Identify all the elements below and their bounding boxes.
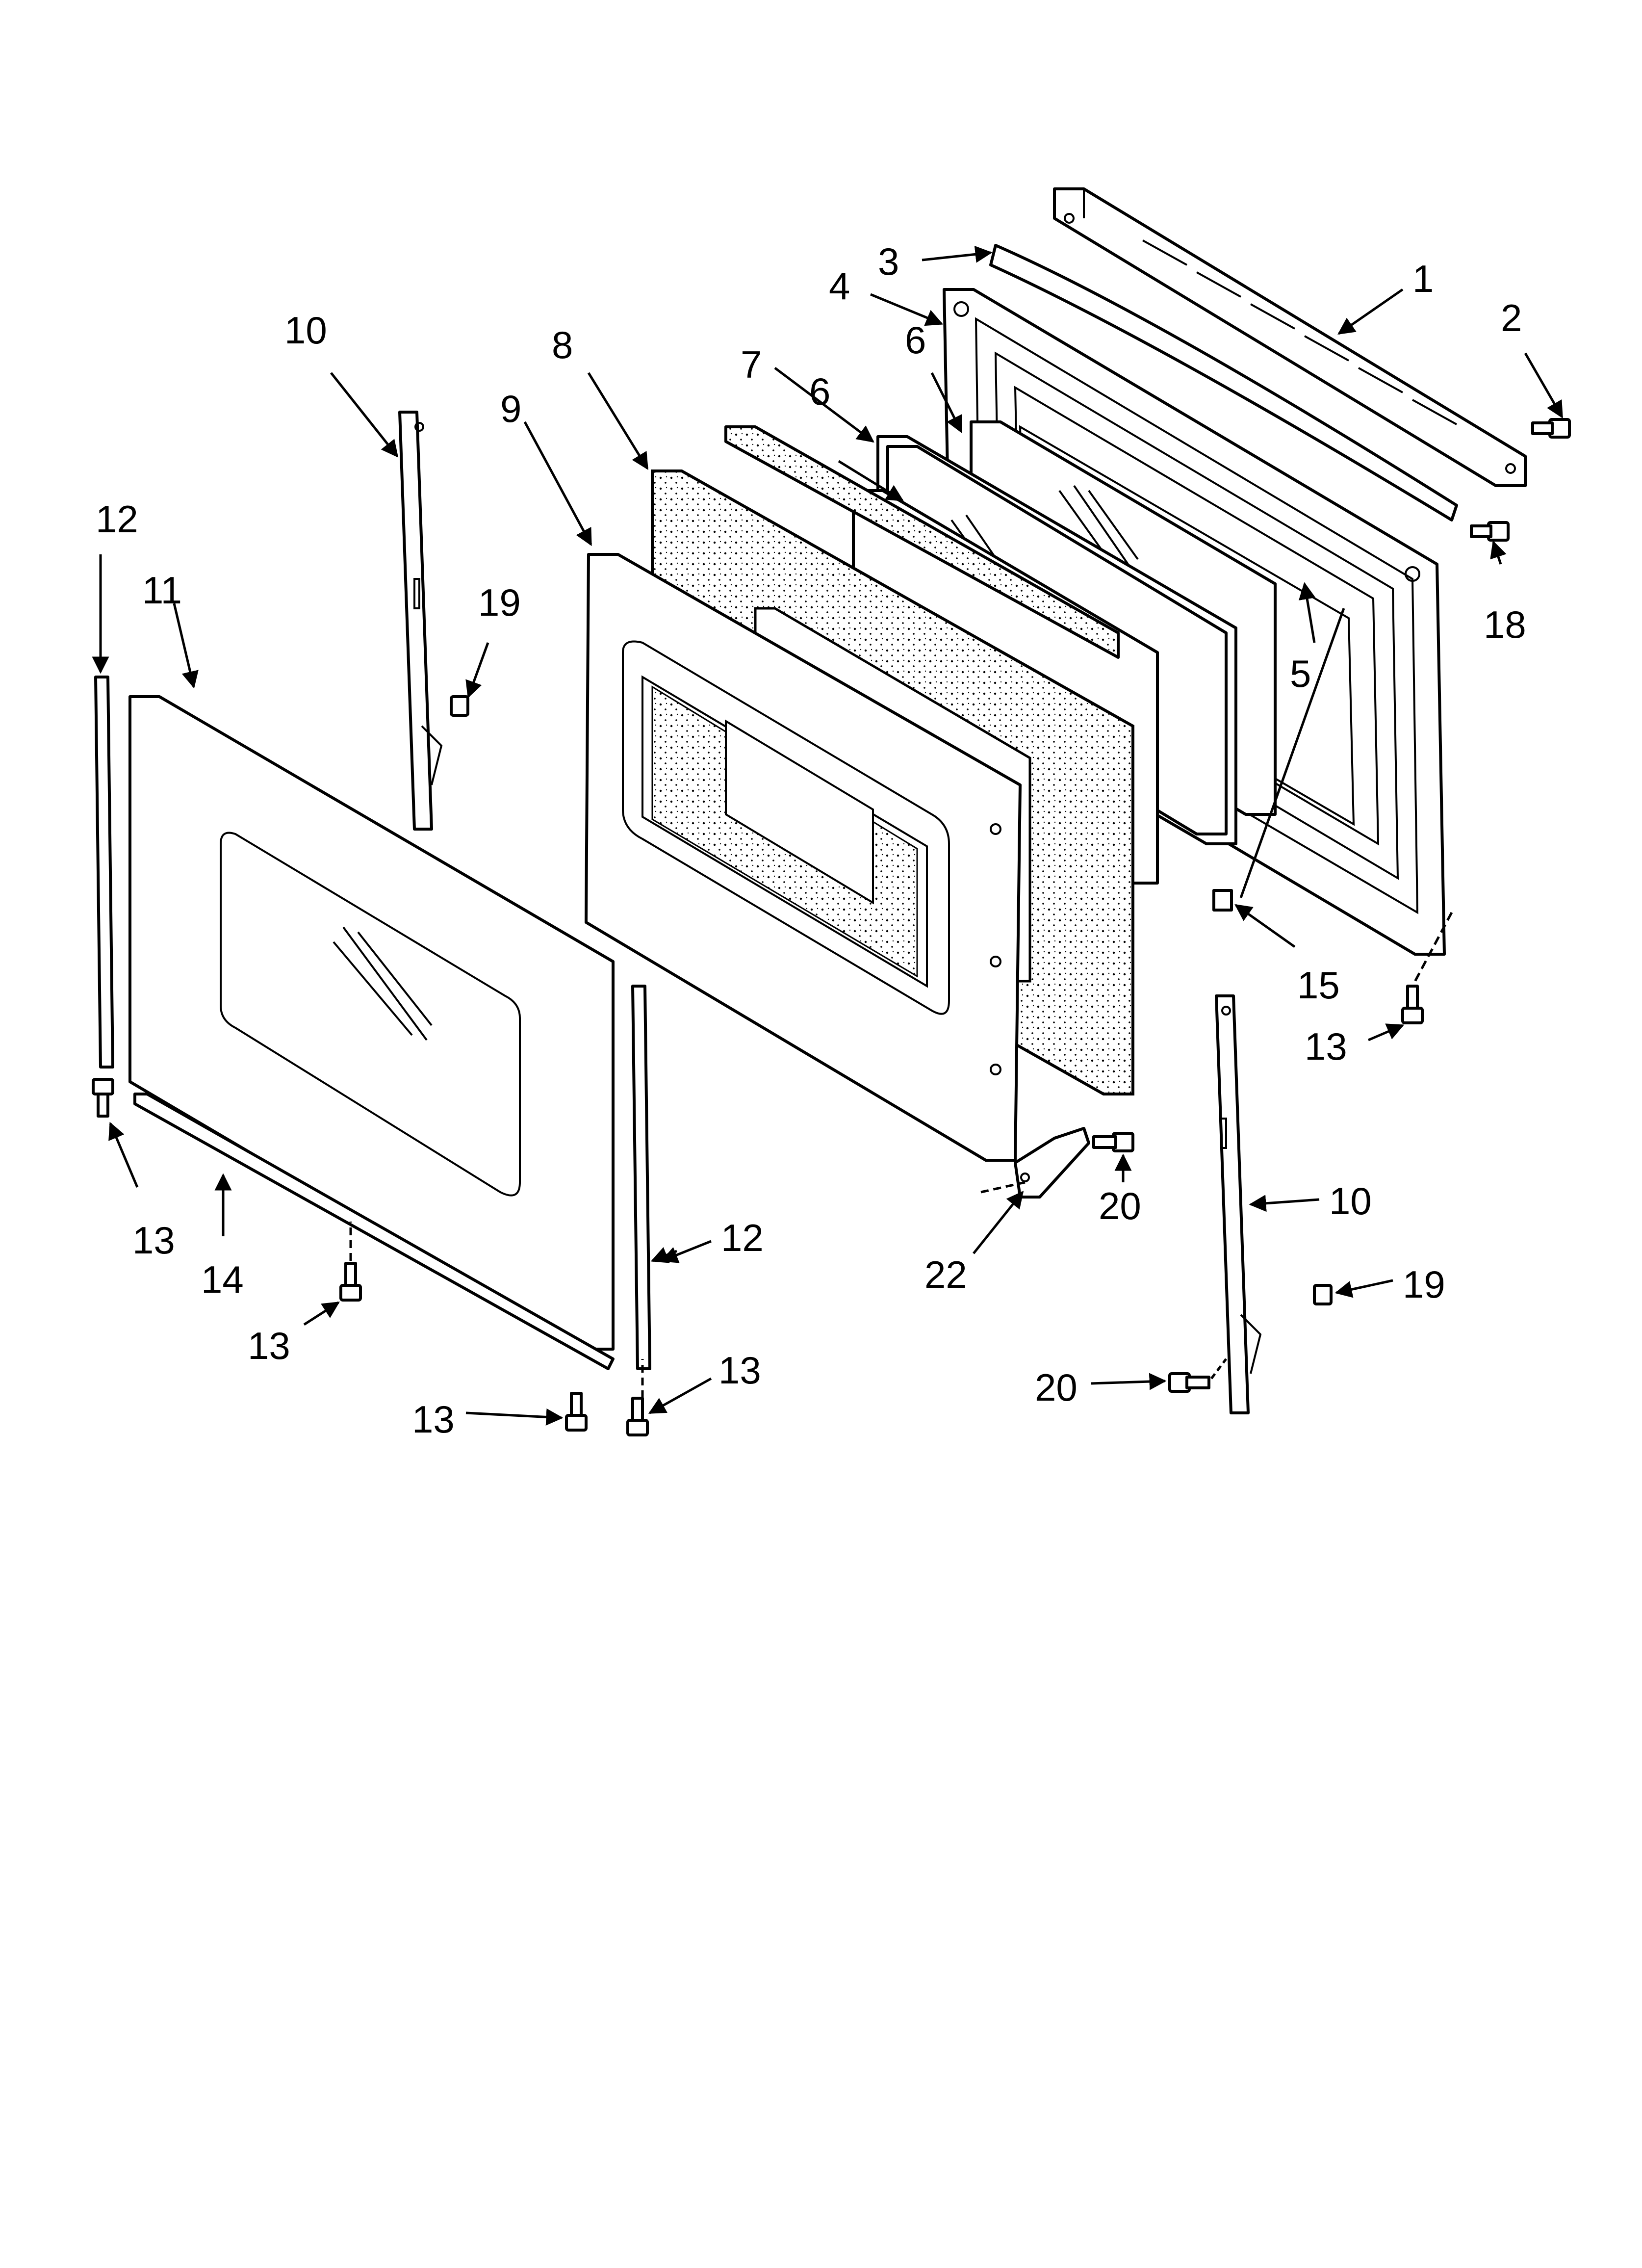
side-trim-part-12b (631, 985, 651, 1370)
callout-18: 18 (1484, 603, 1526, 646)
clip-part-19b (1313, 1284, 1333, 1305)
screw-part-20a (1092, 1132, 1134, 1152)
callout-19b: 19 (1403, 1263, 1445, 1306)
callout-numbers: 1 2 3 4 5 6 6 7 8 9 10 10 11 12 12 13 13… (96, 240, 1526, 1441)
callout-3: 3 (878, 240, 899, 283)
callout-2: 2 (1501, 296, 1522, 339)
callout-5: 5 (1290, 652, 1311, 695)
callout-13d: 13 (718, 1349, 761, 1392)
callout-6b: 6 (905, 318, 926, 362)
callout-10b: 10 (1329, 1179, 1372, 1223)
screw-part-18 (1470, 521, 1510, 542)
screw-part-13b (339, 1262, 362, 1302)
outer-door-panel-part-11 (128, 695, 615, 1351)
callout-14: 14 (201, 1258, 244, 1301)
door-frame-part-9 (585, 553, 1022, 1162)
deflector-part-3 (989, 244, 1458, 521)
callout-7: 7 (741, 343, 762, 386)
callout-9: 9 (500, 387, 521, 430)
bracket-part-22 (1014, 1127, 1090, 1199)
callout-4: 4 (829, 264, 850, 308)
callout-13c: 13 (412, 1398, 455, 1441)
screw-part-13e (1401, 985, 1424, 1024)
callout-15: 15 (1297, 964, 1340, 1007)
bottom-trim-part-14 (133, 1093, 615, 1370)
callout-11: 11 (142, 569, 182, 612)
callout-13a: 13 (132, 1219, 175, 1262)
callout-1: 1 (1412, 257, 1434, 300)
callout-20b: 20 (1035, 1366, 1078, 1409)
hinge-part-10b (1215, 994, 1262, 1414)
clip-part-15 (1212, 889, 1233, 912)
screw-part-13c (565, 1392, 588, 1432)
callout-19a: 19 (478, 581, 521, 624)
callout-12a: 12 (96, 497, 138, 541)
screw-part-2 (1531, 418, 1571, 439)
vent-trim-part-1 (1053, 187, 1527, 487)
leader-lines (92, 245, 1564, 1426)
callout-13b: 13 (248, 1324, 290, 1367)
callout-10a: 10 (284, 309, 327, 352)
callout-20a: 20 (1099, 1184, 1141, 1227)
callout-13e: 13 (1305, 1025, 1347, 1068)
screw-part-13a (92, 1078, 114, 1118)
callout-6a: 6 (809, 370, 830, 413)
callout-22: 22 (924, 1253, 967, 1296)
screw-part-13d (626, 1397, 649, 1436)
callout-12b: 12 (721, 1216, 764, 1259)
side-trim-part-12a (94, 676, 114, 1069)
callout-8: 8 (552, 323, 573, 366)
hinge-part-10a (398, 411, 443, 831)
clip-part-19a (450, 695, 469, 717)
screw-part-20b (1168, 1372, 1210, 1393)
